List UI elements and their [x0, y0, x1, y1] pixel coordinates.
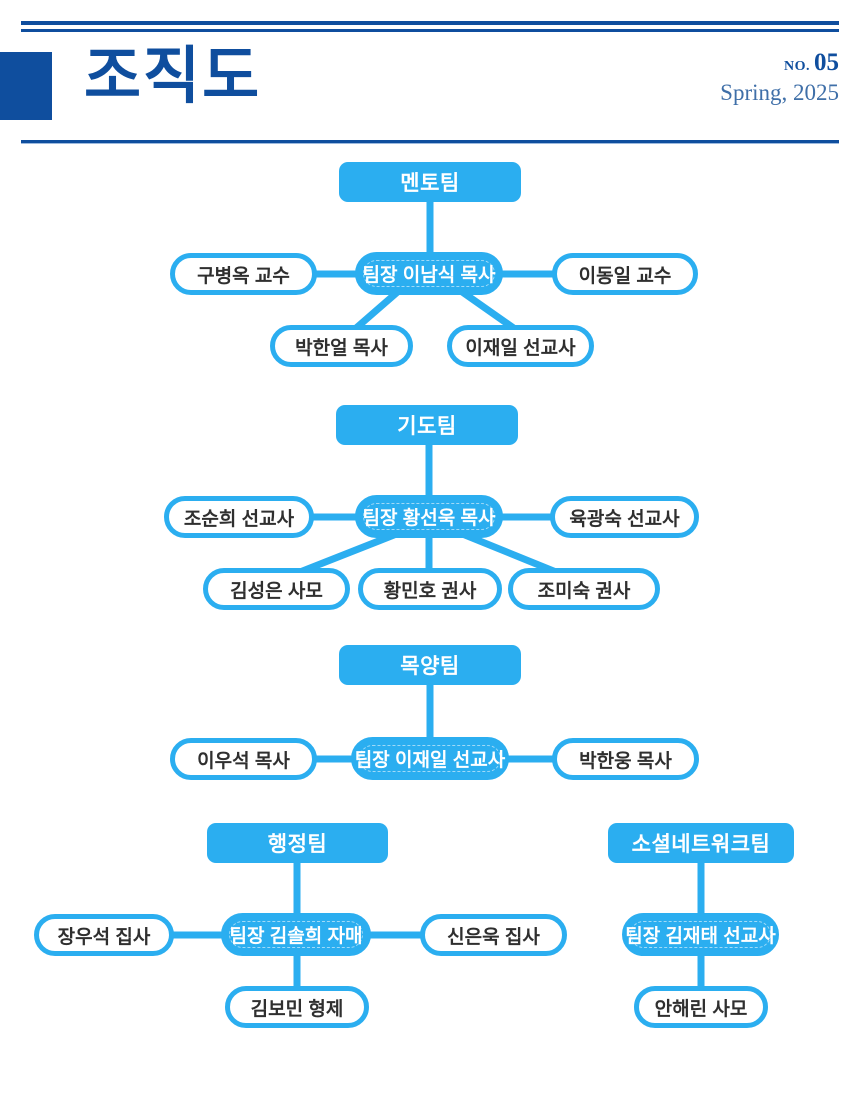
issue-number-value: 05 [814, 49, 839, 76]
header-bottom-rule [21, 140, 839, 144]
prayer-team-leader-node: 팀장 황선욱 목사 [355, 495, 503, 538]
title-accent-block [0, 52, 52, 120]
social-network-team-member-node: 안해린 사모 [634, 986, 768, 1028]
prayer-team-header: 기도팀 [336, 405, 518, 445]
social-network-team-header: 소셜네트워크팀 [608, 823, 794, 863]
prayer-team-member-node: 황민호 권사 [358, 568, 502, 610]
admin-team-header: 행정팀 [207, 823, 388, 863]
issue-number: NO. 05 [720, 50, 839, 75]
admin-team-member-node: 장우석 집사 [34, 914, 174, 956]
admin-team-leader-node: 팀장 김솔희 자매 [221, 913, 371, 956]
page-title: 조직도 [84, 42, 262, 111]
admin-team-member-node: 김보민 형제 [225, 986, 369, 1028]
top-rule-thick [21, 21, 839, 25]
issue-number-label: NO. [784, 59, 810, 74]
shepherding-team-header: 목양팀 [339, 645, 521, 685]
prayer-team-member-node: 김성은 사모 [203, 568, 350, 610]
mentor-team-header: 멘토팀 [339, 162, 521, 202]
mentor-team-member-node: 구병옥 교수 [170, 253, 317, 295]
social-network-team-leader-node: 팀장 김재태 선교사 [622, 913, 779, 956]
mentor-team-leader-node: 팀장 이남식 목사 [355, 252, 503, 295]
shepherding-team-leader-node: 팀장 이재일 선교사 [351, 737, 509, 780]
prayer-team-member-node: 육광숙 선교사 [550, 496, 699, 538]
issue-info: NO. 05 Spring, 2025 [720, 50, 839, 104]
mentor-team-member-node: 이동일 교수 [552, 253, 698, 295]
prayer-team-member-node: 조미숙 권사 [508, 568, 660, 610]
prayer-team-member-node: 조순희 선교사 [164, 496, 314, 538]
admin-team-member-node: 신은욱 집사 [420, 914, 567, 956]
shepherding-team-member-node: 박한웅 목사 [552, 738, 699, 780]
shepherding-team-member-node: 이우석 목사 [170, 738, 317, 780]
top-rule-thin [21, 29, 839, 32]
mentor-team-member-node: 이재일 선교사 [447, 325, 594, 367]
mentor-team-member-node: 박한얼 목사 [270, 325, 413, 367]
issue-season: Spring, 2025 [720, 80, 839, 105]
